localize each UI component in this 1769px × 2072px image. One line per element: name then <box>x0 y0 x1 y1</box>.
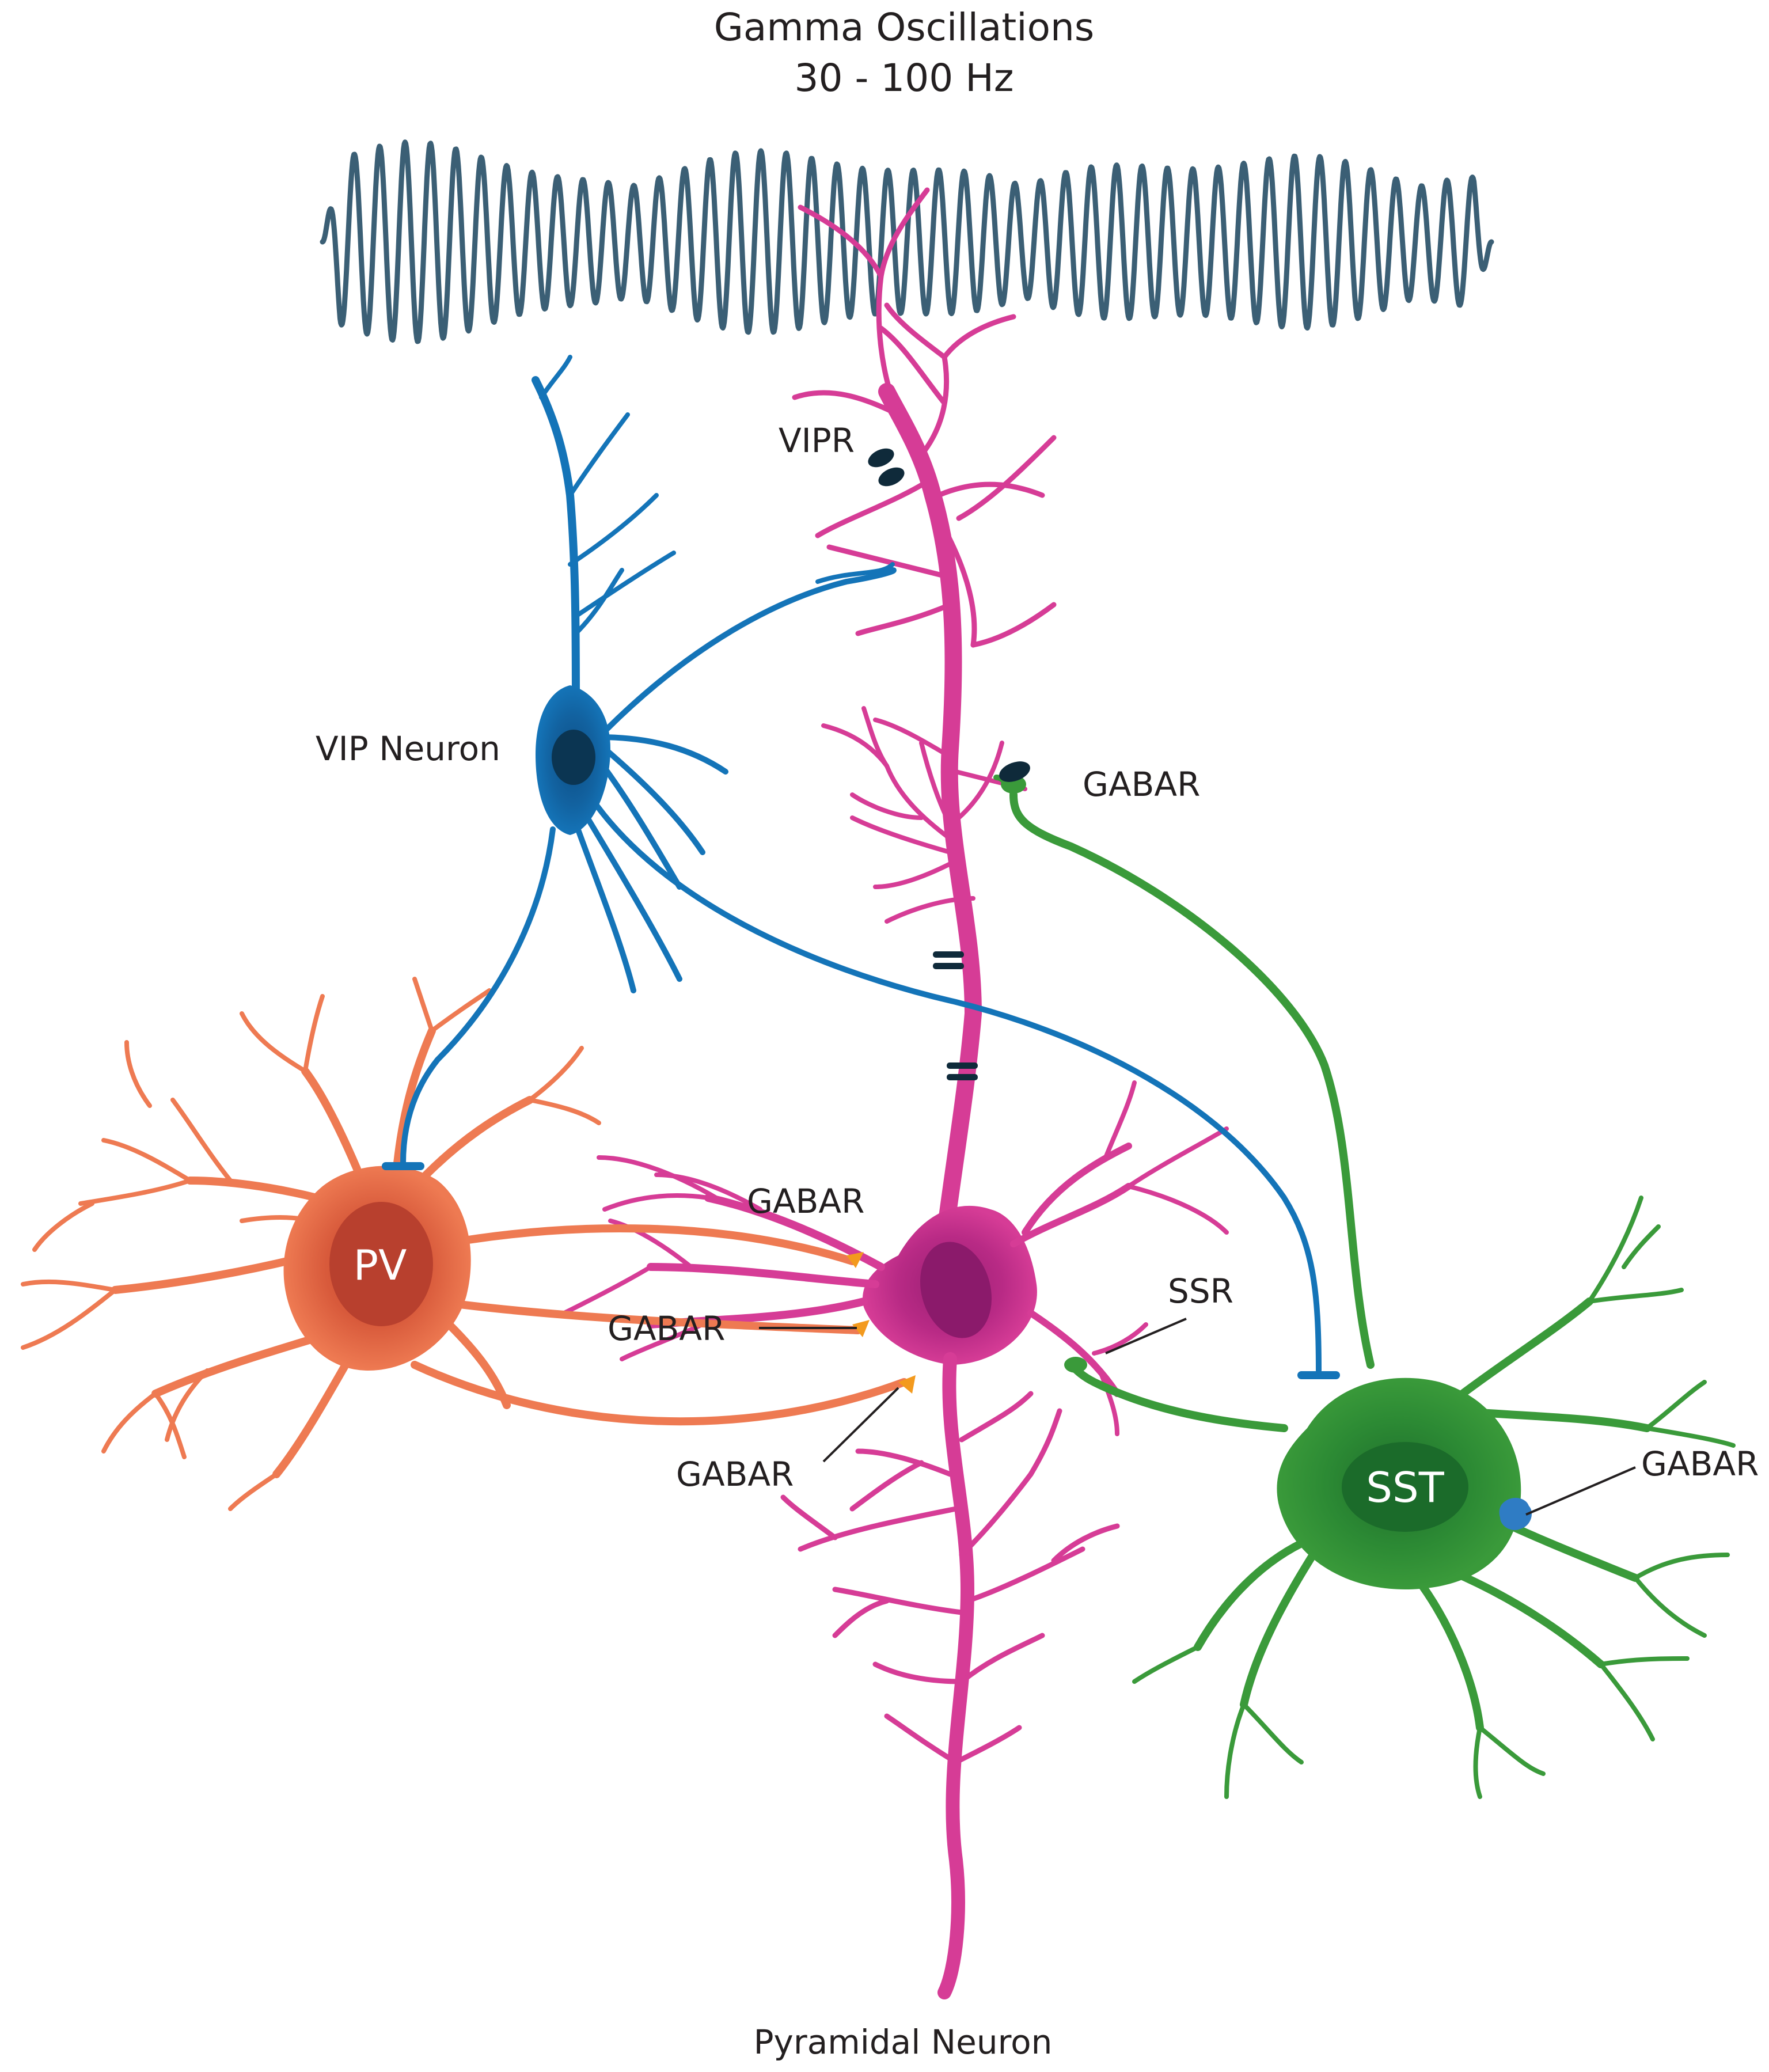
pyramidal-neuron <box>562 187 1229 1999</box>
label-gabar-pv-2: GABAR <box>608 1309 725 1348</box>
leader-lines <box>759 1318 1636 1516</box>
title-line-2: 30 - 100 Hz <box>795 56 1014 100</box>
label-gabar-pv-1: GABAR <box>747 1182 864 1221</box>
pv-neuron <box>21 977 916 1511</box>
label-ssr: SSR <box>1168 1272 1233 1311</box>
label-sst: SST <box>1366 1463 1444 1512</box>
title-line-1: Gamma Oscillations <box>714 5 1094 50</box>
label-pyramidal-neuron: Pyramidal Neuron <box>754 2022 1053 2062</box>
label-gabar-sst: GABAR <box>1641 1444 1759 1483</box>
label-pv: PV <box>354 1241 407 1289</box>
label-vipr: VIPR <box>779 421 855 460</box>
sst-neuron <box>993 775 1736 1799</box>
gamma-oscillation-wave <box>320 139 1494 344</box>
receptor-markers <box>868 448 1030 1080</box>
vip-neuron <box>382 355 1340 1379</box>
label-gabar-apical: GABAR <box>1083 765 1200 804</box>
label-vip-neuron: VIP Neuron <box>316 729 500 768</box>
label-gabar-pv-3: GABAR <box>676 1455 794 1494</box>
